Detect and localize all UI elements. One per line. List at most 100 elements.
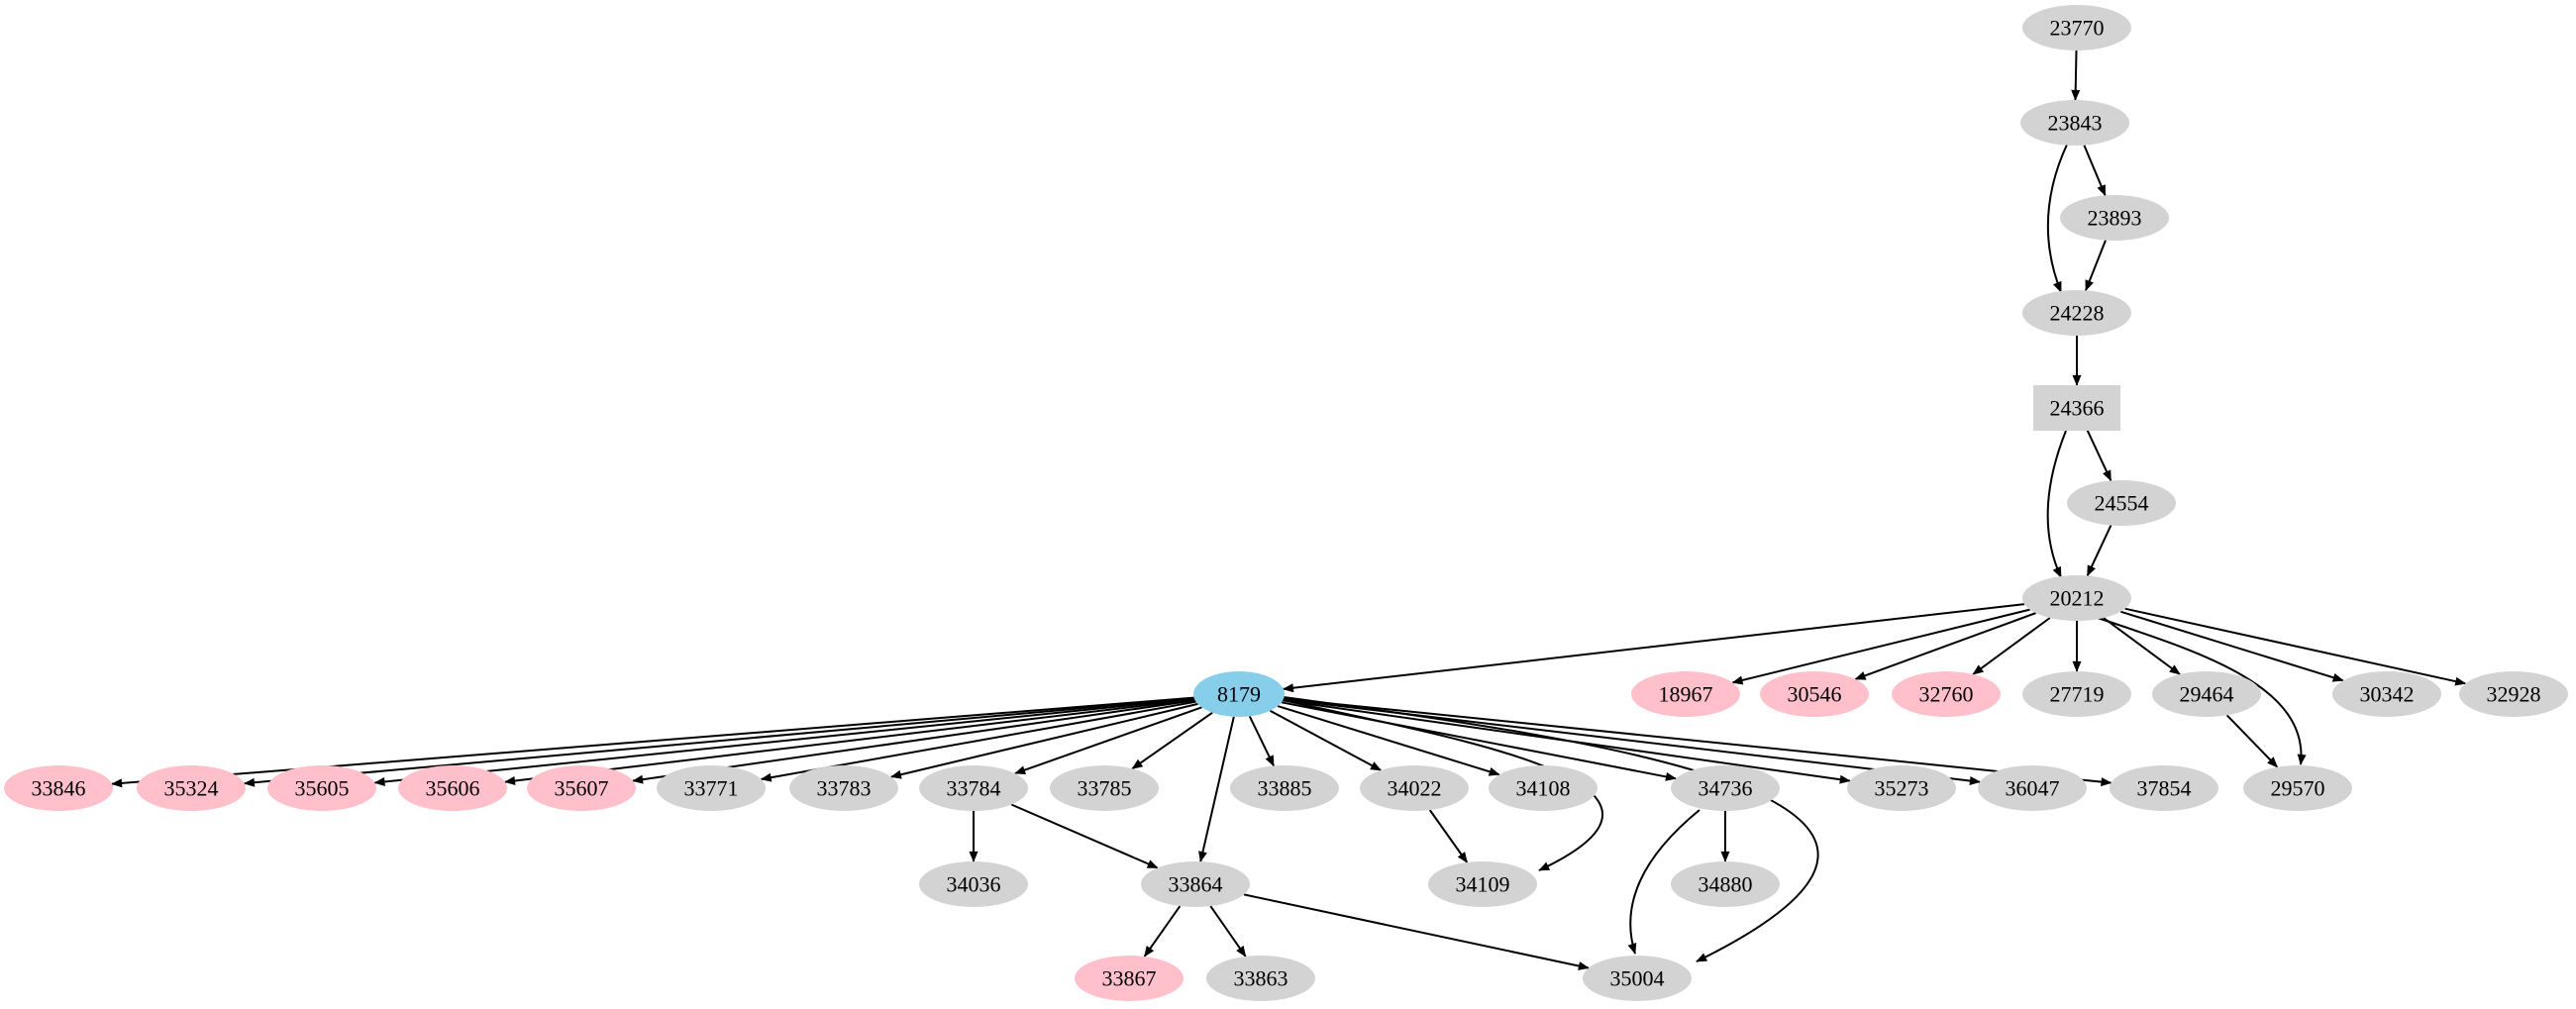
- edge-8179-35324: [243, 697, 1194, 787]
- node-shape-23843: [2020, 100, 2129, 146]
- node-shape-35605: [267, 765, 376, 811]
- node-36047: 36047: [1978, 765, 2087, 811]
- node-shape-33771: [657, 765, 766, 811]
- edge-23843-24228: [2046, 144, 2068, 293]
- node-label-33864: 33864: [1169, 872, 1223, 897]
- node-label-23843: 23843: [2048, 111, 2103, 136]
- node-35273: 35273: [1847, 765, 1956, 811]
- edge-8179-33864: [1198, 716, 1235, 862]
- node-shape-18967: [1631, 671, 1740, 717]
- node-32760: 32760: [1892, 671, 2001, 717]
- node-shape-34736: [1671, 765, 1780, 811]
- node-33867: 33867: [1075, 956, 1184, 1001]
- edge-24554-20212: [2086, 525, 2112, 577]
- node-23893: 23893: [2060, 195, 2169, 241]
- node-label-27719: 27719: [2050, 682, 2105, 707]
- node-label-34036: 34036: [947, 872, 1001, 897]
- node-34036: 34036: [919, 861, 1028, 907]
- node-label-34109: 34109: [1456, 872, 1510, 897]
- node-shape-30546: [1760, 671, 1869, 717]
- edge-33864-35004: [1243, 893, 1590, 970]
- node-34108: 34108: [1489, 765, 1597, 811]
- node-label-34880: 34880: [1699, 872, 1753, 897]
- node-29464: 29464: [2152, 671, 2261, 717]
- edge-20212-29570: [2091, 615, 2307, 765]
- node-shape-8179: [1193, 671, 1285, 717]
- node-shape-33885: [1230, 765, 1339, 811]
- node-shape-33785: [1050, 765, 1159, 811]
- node-shape-23770: [2022, 5, 2131, 50]
- edge-34022-34109: [1428, 809, 1469, 863]
- node-label-35606: 35606: [426, 776, 480, 801]
- node-shape-33864: [1141, 861, 1250, 907]
- edge-8179-34736: [1281, 701, 1677, 781]
- node-shape-35324: [137, 765, 246, 811]
- edge-8179-33785: [1131, 711, 1213, 770]
- node-shape-32928: [2459, 671, 2568, 717]
- node-label-33846: 33846: [32, 776, 86, 801]
- node-label-24228: 24228: [2050, 301, 2105, 326]
- node-shape-34036: [919, 861, 1028, 907]
- edge-8179-33846: [111, 696, 1194, 788]
- node-label-32760: 32760: [1919, 682, 1974, 707]
- node-label-24366: 24366: [2050, 396, 2105, 421]
- node-label-37854: 37854: [2137, 776, 2192, 801]
- node-label-29570: 29570: [2271, 776, 2325, 801]
- edge-20212-29464: [2103, 617, 2181, 675]
- node-shape-24366: [2033, 385, 2120, 431]
- node-shape-20212: [2022, 575, 2131, 621]
- node-24366: 24366: [2033, 385, 2120, 431]
- node-33771: 33771: [657, 765, 766, 811]
- node-shape-32760: [1892, 671, 2001, 717]
- edge-33784-33864: [1010, 803, 1159, 869]
- node-33864: 33864: [1141, 861, 1250, 907]
- node-label-34736: 34736: [1699, 776, 1753, 801]
- node-34022: 34022: [1360, 765, 1469, 811]
- node-label-33784: 33784: [947, 776, 1001, 801]
- node-label-36047: 36047: [2006, 776, 2060, 801]
- node-34880: 34880: [1671, 861, 1780, 907]
- node-23770: 23770: [2022, 5, 2131, 50]
- node-label-35607: 35607: [555, 776, 609, 801]
- node-35606: 35606: [398, 765, 507, 811]
- edge-33864-33867: [1143, 905, 1182, 958]
- node-24228: 24228: [2022, 290, 2131, 336]
- node-23843: 23843: [2020, 100, 2129, 146]
- node-33863: 33863: [1206, 956, 1315, 1001]
- node-shape-23893: [2060, 195, 2169, 241]
- node-shape-35606: [398, 765, 507, 811]
- node-33783: 33783: [789, 765, 898, 811]
- node-label-32928: 32928: [2487, 682, 2541, 707]
- node-33885: 33885: [1230, 765, 1339, 811]
- node-label-35273: 35273: [1875, 776, 1929, 801]
- node-shape-35607: [527, 765, 636, 811]
- edge-8179-35004: [1283, 696, 1819, 962]
- edge-29464-29570: [2225, 714, 2279, 768]
- edge-33864-33863: [1209, 905, 1247, 958]
- node-33846: 33846: [4, 765, 113, 811]
- node-shape-30342: [2332, 671, 2441, 717]
- node-8179: 8179: [1193, 671, 1285, 717]
- node-shape-37854: [2110, 765, 2218, 811]
- node-label-29464: 29464: [2180, 682, 2234, 707]
- node-label-33863: 33863: [1234, 966, 1288, 991]
- edge-20212-32928: [2124, 607, 2467, 686]
- edge-20212-18967: [1731, 608, 2030, 685]
- edge-8179-34108: [1277, 705, 1500, 776]
- node-label-35605: 35605: [295, 776, 350, 801]
- node-30546: 30546: [1760, 671, 1869, 717]
- edge-8179-37854: [1283, 697, 2112, 787]
- node-30342: 30342: [2332, 671, 2441, 717]
- node-33785: 33785: [1050, 765, 1159, 811]
- edge-8179-34022: [1269, 709, 1382, 771]
- node-shape-29570: [2243, 765, 2352, 811]
- node-shape-33784: [919, 765, 1028, 811]
- node-27719: 27719: [2022, 671, 2131, 717]
- node-37854: 37854: [2110, 765, 2218, 811]
- node-shape-36047: [1978, 765, 2087, 811]
- edge-8179-33784: [1014, 706, 1202, 775]
- node-34736: 34736: [1671, 765, 1780, 811]
- node-18967: 18967: [1631, 671, 1740, 717]
- node-34109: 34109: [1428, 861, 1537, 907]
